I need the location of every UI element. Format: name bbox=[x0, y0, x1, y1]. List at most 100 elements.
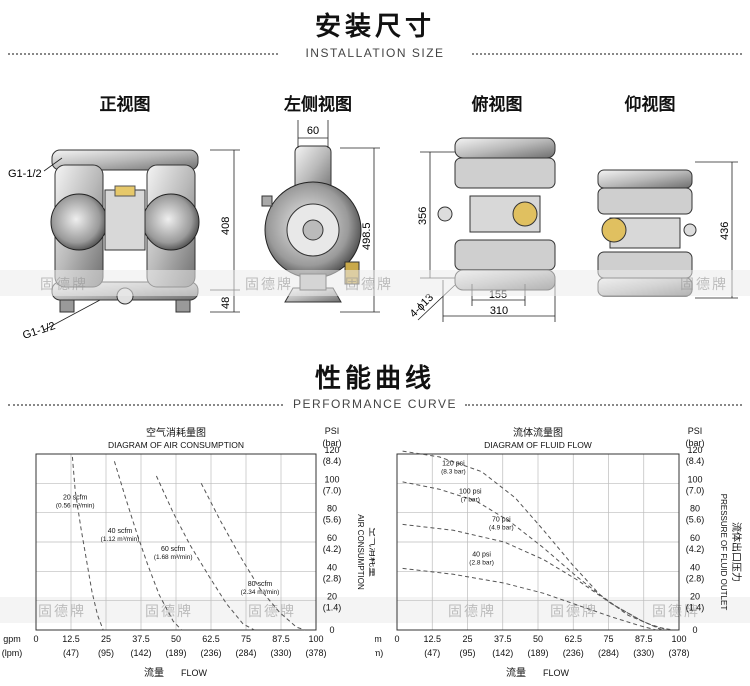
watermark-band-bottom: 固德牌 固德牌 固德牌 固德牌 固德牌 固德牌 bbox=[0, 597, 750, 623]
x-axis-title-cn: 流量 bbox=[144, 666, 164, 679]
y-axis-title: AIR CONSUMPTION bbox=[356, 514, 365, 590]
chart-title: DIAGRAM OF AIR CONSUMPTION bbox=[108, 440, 244, 450]
chart-title-cn: 流体流量图 bbox=[513, 426, 563, 439]
y-tick-label-bar: (1.4) bbox=[323, 603, 342, 613]
chart-title-cn: 空气消耗量图 bbox=[146, 426, 206, 439]
series-label-sub: (4.9 bar) bbox=[489, 524, 514, 531]
y-tick-label: 60 bbox=[327, 533, 337, 543]
watermark-text: 固德牌 bbox=[40, 277, 88, 293]
y-unit-label-bar: (bar) bbox=[685, 438, 704, 448]
dim-48: 48 bbox=[220, 297, 232, 309]
y-unit-label: PSI bbox=[325, 426, 340, 436]
y-tick-label: 120 bbox=[324, 445, 339, 455]
dim-436: 436 bbox=[719, 222, 731, 240]
y-tick-label-bar: (7.0) bbox=[323, 485, 342, 495]
series-label: 40 scfm bbox=[108, 528, 133, 535]
series-label: 120 psi bbox=[442, 461, 465, 468]
y-tick-label-bar: (8.4) bbox=[323, 456, 342, 466]
x-tick-label: 50 bbox=[533, 634, 543, 644]
series-line bbox=[402, 523, 663, 631]
series-label: 40 psi bbox=[472, 552, 491, 559]
series-label-sub: (7 bar) bbox=[461, 497, 480, 504]
y-unit-label-bar: (bar) bbox=[322, 438, 341, 448]
x-unit-label-lpm: (lpm) bbox=[375, 648, 383, 658]
y-tick-label: 100 bbox=[687, 474, 702, 484]
series-label-sub: (1.12 m³/min) bbox=[101, 536, 140, 543]
x-tick-label-lpm: (284) bbox=[598, 648, 619, 658]
install-subtitle-row: INSTALLATION SIZE bbox=[0, 46, 750, 62]
series-label-sub: (1.68 m³/min) bbox=[154, 554, 193, 561]
x-tick-label: 62.5 bbox=[202, 634, 220, 644]
y-axis-title: PRESSURE OF FLUID OUTLET bbox=[719, 494, 728, 611]
x-axis-title-cn: 流量 bbox=[506, 666, 526, 679]
x-tick-label: 12.5 bbox=[423, 634, 441, 644]
x-tick-label: 75 bbox=[603, 634, 613, 644]
y-tick-label: 20 bbox=[690, 592, 700, 602]
x-tick-label-lpm: (236) bbox=[200, 648, 221, 658]
y-tick-label-bar: (4.2) bbox=[686, 544, 705, 554]
dim-g-top: G1-1/2 bbox=[8, 168, 42, 180]
series-line bbox=[402, 481, 668, 631]
x-tick-label: 0 bbox=[394, 634, 399, 644]
x-unit-label: gpm bbox=[3, 634, 21, 644]
y-tick-label: 80 bbox=[327, 504, 337, 514]
view-label-front: 正视图 bbox=[99, 95, 151, 115]
x-tick-label-lpm: (95) bbox=[459, 648, 475, 658]
x-tick-label-lpm: (47) bbox=[424, 648, 440, 658]
x-unit-label-lpm: (lpm) bbox=[2, 648, 23, 658]
series-label-sub: (2.8 bar) bbox=[469, 560, 494, 567]
view-label-bottom: 仰视图 bbox=[624, 95, 676, 115]
y-tick-label: 120 bbox=[687, 445, 702, 455]
x-tick-label-lpm: (142) bbox=[492, 648, 513, 658]
y-tick-label: 40 bbox=[690, 562, 700, 572]
top-view-pump bbox=[437, 137, 556, 291]
perf-title: 性能曲线 bbox=[314, 364, 435, 394]
divider-right bbox=[472, 53, 742, 55]
x-tick-label-lpm: (330) bbox=[633, 648, 654, 658]
y-tick-label-bar: (7.0) bbox=[686, 485, 705, 495]
x-tick-label-lpm: (378) bbox=[305, 648, 326, 658]
watermark-text: 固德牌 bbox=[652, 604, 700, 620]
x-unit-label: gpm bbox=[375, 634, 382, 644]
series-line bbox=[113, 461, 182, 631]
y-tick-label: 60 bbox=[690, 533, 700, 543]
x-tick-label-lpm: (142) bbox=[130, 648, 151, 658]
x-tick-label: 62.5 bbox=[564, 634, 582, 644]
dim-356: 356 bbox=[417, 207, 429, 225]
series-label: 20 scfm bbox=[63, 494, 88, 501]
view-label-left-side: 左侧视图 bbox=[284, 95, 352, 115]
x-tick-label: 37.5 bbox=[132, 634, 150, 644]
x-tick-label-lpm: (284) bbox=[235, 648, 256, 658]
y-tick-label-bar: (5.6) bbox=[686, 515, 705, 525]
y-unit-label: PSI bbox=[688, 426, 703, 436]
plot-frame bbox=[396, 453, 680, 631]
install-title: 安装尺寸 bbox=[314, 12, 435, 42]
series-label: 100 psi bbox=[459, 489, 482, 496]
x-tick-label-lpm: (189) bbox=[165, 648, 186, 658]
watermark-text: 固德牌 bbox=[248, 604, 296, 620]
x-tick-label: 12.5 bbox=[62, 634, 80, 644]
y-tick-label-bar: (2.8) bbox=[686, 573, 705, 583]
x-tick-label: 87.5 bbox=[272, 634, 290, 644]
y-tick-label: 0 bbox=[692, 625, 697, 635]
watermark-band-top: 固德牌 固德牌 固德牌 固德牌 bbox=[0, 270, 750, 296]
perf-subtitle-row: PERFORMANCE CURVE bbox=[0, 397, 750, 413]
y-tick-label: 100 bbox=[324, 474, 339, 484]
front-view-pump bbox=[50, 149, 200, 313]
watermark-text: 固德牌 bbox=[38, 604, 86, 620]
series-label-sub: (8.3 bar) bbox=[441, 469, 466, 476]
series-label: 60 scfm bbox=[161, 546, 186, 553]
divider-left bbox=[8, 404, 283, 406]
x-tick-label: 0 bbox=[33, 634, 38, 644]
series-line bbox=[200, 483, 305, 631]
series-line bbox=[402, 567, 657, 631]
x-tick-label-lpm: (236) bbox=[563, 648, 584, 658]
dim-408: 408 bbox=[220, 217, 232, 235]
divider-right bbox=[465, 404, 742, 406]
x-tick-label-lpm: (95) bbox=[98, 648, 114, 658]
watermark-text: 固德牌 bbox=[345, 277, 393, 293]
x-tick-label-lpm: (47) bbox=[63, 648, 79, 658]
x-tick-label: 25 bbox=[462, 634, 472, 644]
y-tick-label: 80 bbox=[690, 504, 700, 514]
